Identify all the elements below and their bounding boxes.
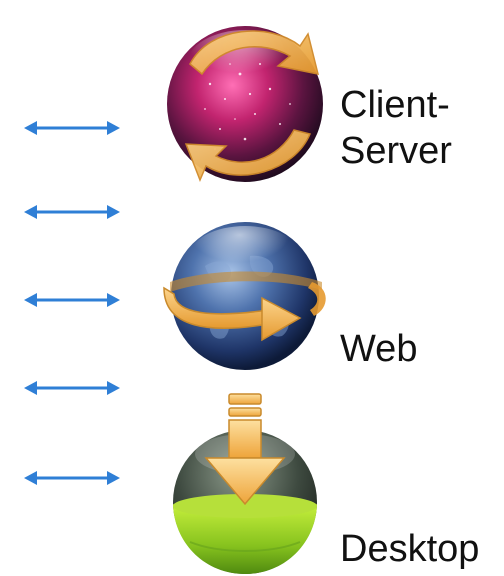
bidirectional-arrow-3 [24, 293, 120, 307]
galaxy-sphere-sync-icon [167, 26, 323, 182]
tier-label-desktop: Desktop [340, 528, 480, 570]
bidirectional-arrow-5 [24, 471, 120, 485]
tier-label-web: Web [340, 328, 418, 370]
bidirectional-arrow-2 [24, 205, 120, 219]
bidirectional-arrow-4 [24, 381, 120, 395]
download-sphere-icon [173, 393, 317, 574]
globe-sync-icon [163, 222, 326, 370]
bidirectional-arrow-1 [24, 121, 120, 135]
tier-label-client-server: Client- Server [340, 84, 452, 172]
